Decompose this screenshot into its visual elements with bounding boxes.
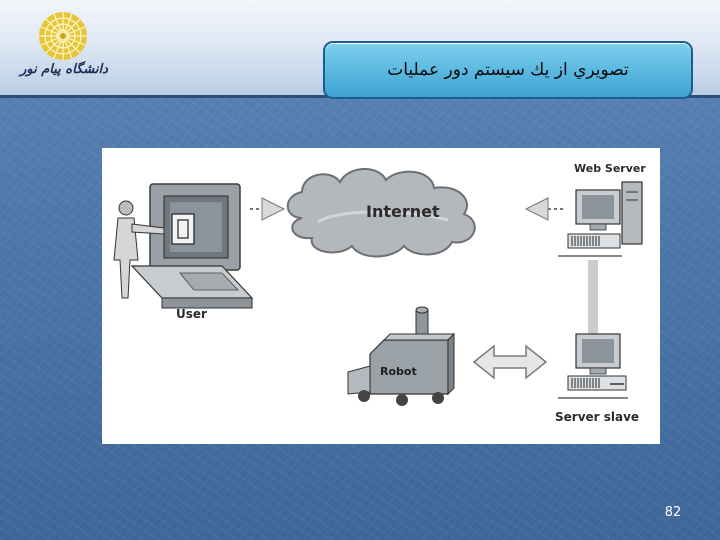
page-number: 82 [664,505,682,520]
user-computer-icon [130,183,254,309]
arrow-robot-server-slave [472,344,548,380]
logo-text: دانشگاه پیام نور [20,62,108,77]
arrow-internet-to-user [250,197,286,221]
server-slave-label: Server slave [555,410,640,424]
web-server-label: Web Server [574,162,646,175]
web-server-icon [558,181,643,257]
robot-label: Robot [380,365,417,378]
internet-label: Internet [366,202,440,221]
slide-title: تصويري از يك سيستم دور عمليات [387,60,629,80]
diagram-panel: Internet Web Server User Robot Server sl… [102,148,660,444]
diagram-graphic [113,167,643,406]
internet-cloud-icon [286,167,476,258]
server-slave-icon [558,333,628,399]
server-link [588,260,598,334]
university-logo [20,8,106,94]
user-label: User [176,307,207,321]
robot-icon [347,306,456,406]
user-person-icon [113,200,165,299]
title-box: تصويري از يك سيستم دور عمليات [323,41,693,99]
arrow-webserver-to-internet [524,197,564,221]
